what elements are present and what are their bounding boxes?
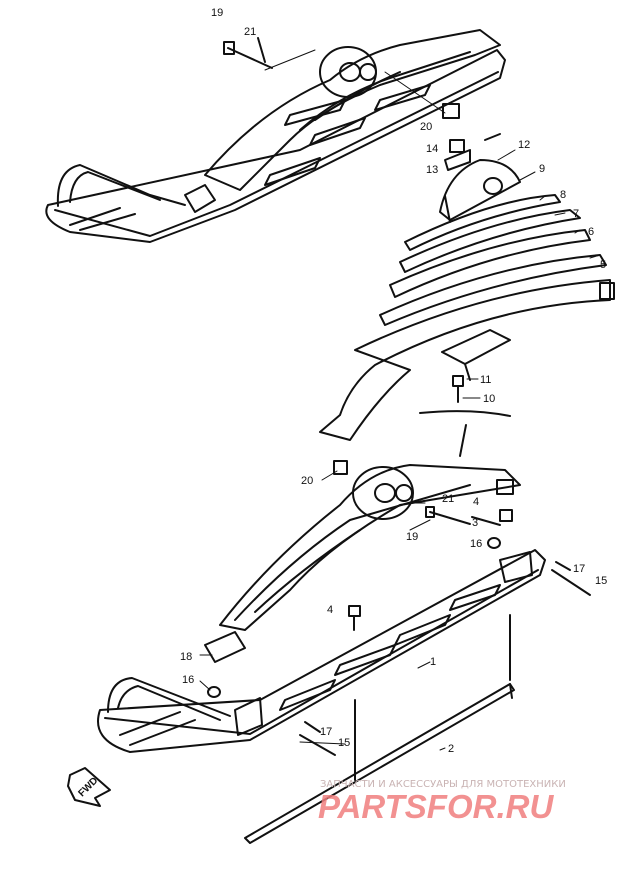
label-1: 1 [430,656,436,668]
label-8: 8 [560,189,566,201]
label-19-bottom: 19 [406,531,418,543]
label-4-top: 4 [473,496,479,508]
label-20-top: 20 [420,121,432,133]
label-15-top: 15 [595,575,607,587]
upper-ski [45,29,506,243]
label-14: 14 [426,143,438,155]
label-19-top: 19 [211,7,223,19]
fwd-arrow [67,767,111,807]
label-16-bottom: 16 [182,674,194,686]
label-12: 12 [518,139,530,151]
label-2: 2 [448,743,454,755]
label-18: 18 [180,651,192,663]
lower-ski [97,460,591,844]
leaf-spring-stack [319,133,615,457]
label-15-bottom: 15 [338,737,350,749]
label-3: 3 [472,517,478,529]
label-13: 13 [426,164,438,176]
part-labels: 19 21 20 14 13 12 9 8 7 6 5 11 10 20 21 … [180,7,607,755]
label-21-top: 21 [244,26,256,38]
label-11: 11 [480,374,491,386]
watermark-tagline: ЗАПЧАСТИ И АКСЕССУАРЫ ДЛЯ МОТОТЕХНИКИ [320,779,566,790]
label-17-top: 17 [573,563,585,575]
label-9: 9 [539,163,545,175]
label-7: 7 [573,208,579,220]
watermark: ЗАПЧАСТИ И АКСЕССУАРЫ ДЛЯ МОТОТЕХНИКИ PA… [318,779,566,825]
label-10: 10 [483,393,495,405]
leader-lines [199,49,601,751]
label-20-bottom: 20 [301,475,313,487]
label-5: 5 [600,259,606,271]
label-21-bottom: 21 [442,493,454,505]
watermark-brand: PARTSFOR.RU [318,788,554,825]
label-6: 6 [588,226,594,238]
label-4-bottom: 4 [327,604,333,616]
label-17-bottom: 17 [320,726,332,738]
label-16-top: 16 [470,538,482,550]
